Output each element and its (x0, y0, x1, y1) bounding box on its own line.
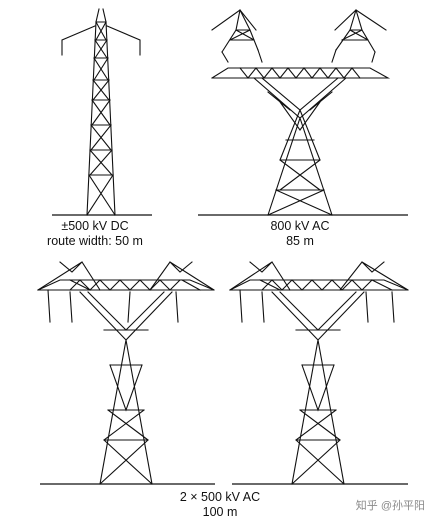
tower-ac800-left-peak-top (211, 9, 257, 31)
tower-ac500-double-right (229, 261, 409, 485)
tower-ac500-right-peaks (229, 261, 409, 291)
caption-ac800-voltage: 800 kV AC (270, 219, 330, 233)
tower-ac800-crossbeam (211, 67, 391, 79)
tower-dc-lattice (86, 21, 116, 216)
caption-ac800-route-width: 85 m (286, 234, 314, 248)
tower-ac500-left-crossbeam-lattice (69, 279, 181, 291)
tower-ac500-right-crossbeam-lattice (261, 279, 373, 291)
tower-ac500-right-insulators (239, 289, 395, 323)
caption-dc-voltage: ±500 kV DC (61, 219, 129, 233)
tower-ac800-insulators (221, 49, 376, 63)
caption-ac-800kv: 800 kV AC 85 m (225, 219, 375, 249)
tower-ac800-crossbeam-lattice (239, 67, 361, 79)
tower-ac800-left-peak (221, 9, 259, 53)
tower-ac500-left-body (79, 291, 173, 485)
tower-ac500-right-crossbeam (229, 279, 409, 291)
tower-ac500-right-body (271, 291, 365, 485)
watermark: 知乎 @孙平阳 (355, 500, 425, 512)
tower-dc-500kv (52, 8, 152, 216)
tower-ac800-right-peak (335, 9, 376, 53)
tower-dc-right-arm (106, 25, 141, 56)
tower-ac500-left-peaks (37, 261, 215, 291)
tower-dc-left-arm (61, 25, 96, 56)
tower-ac-800kv (198, 9, 408, 216)
caption-dc-500kv: ±500 kV DC route width: 50 m (20, 219, 170, 249)
tower-ac500-double-left (37, 261, 215, 485)
caption-ac500-voltage: 2 × 500 kV AC (179, 490, 261, 504)
tower-ac800-body (253, 77, 347, 216)
caption-ac500-route-width: 100 m (202, 505, 238, 519)
tower-ac800-right-peak-top (334, 9, 387, 31)
caption-ac-2x500kv: 2 × 500 kV AC 100 m (120, 490, 320, 520)
caption-dc-route-width: route width: 50 m (47, 234, 143, 248)
tower-ac500-left-crossbeam (37, 279, 215, 291)
tower-ac500-left-insulators (47, 289, 179, 323)
